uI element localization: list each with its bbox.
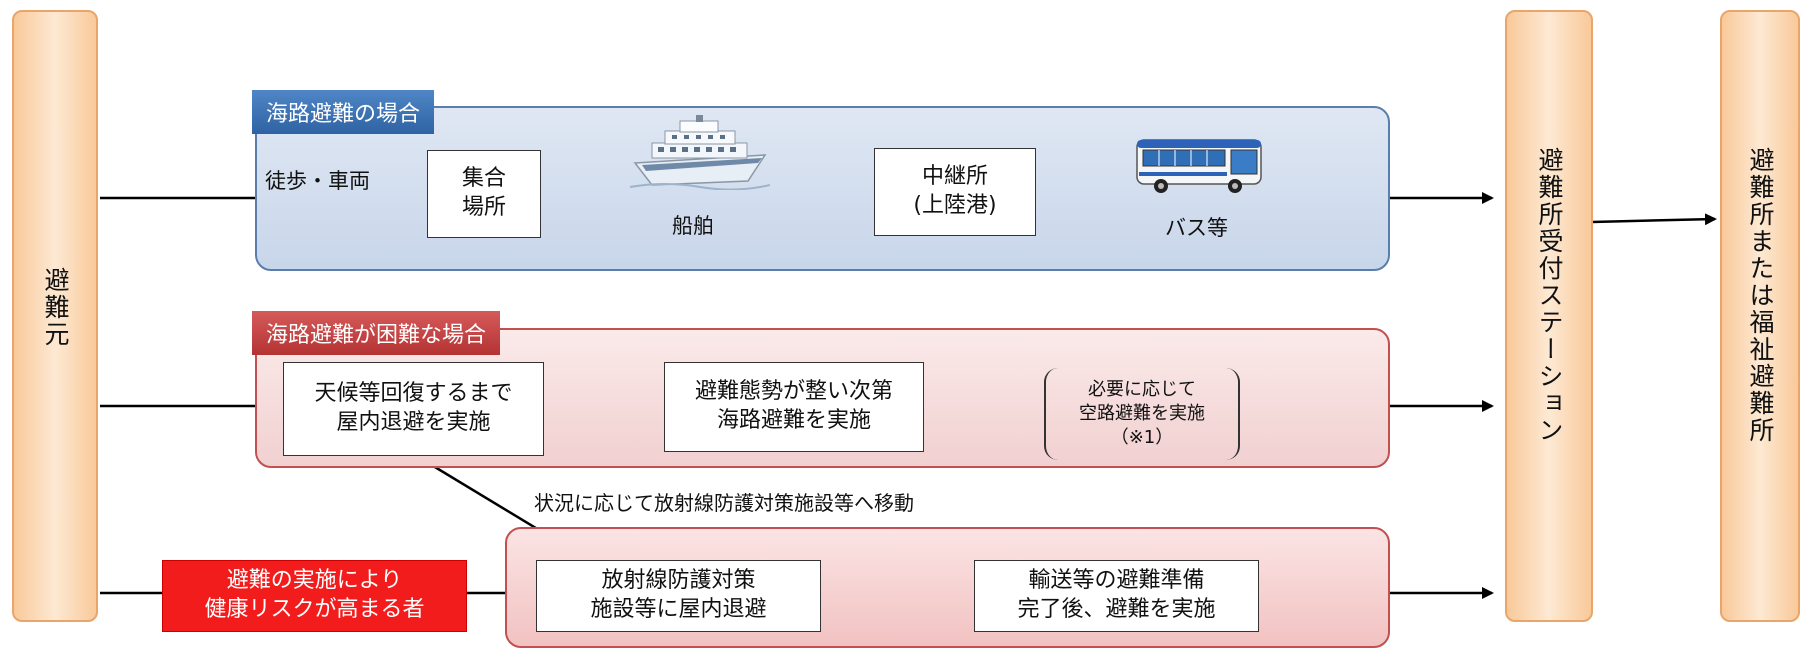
assembly-point-box: 集合 場所: [427, 150, 541, 238]
move-note: 状況に応じて放射線防護対策施設等へ移動: [534, 491, 914, 515]
facility-shelter-box: 放射線防護対策 施設等に屋内退避: [536, 560, 821, 632]
origin-column: 避難元: [12, 10, 98, 622]
mode-label: 徒歩・車両: [265, 169, 370, 193]
sea-when-ready-box: 避難態勢が整い次第 海路避難を実施: [664, 362, 924, 452]
ship-label: 船舶: [672, 214, 714, 238]
destination-label: 避難所または福祉避難所: [1746, 147, 1775, 444]
air-route-note: 必要に応じて 空路避難を実施 （※1）: [1044, 368, 1240, 460]
destination-column: 避難所または福祉避難所: [1720, 10, 1800, 622]
difficult-route-title: 海路避難が困難な場合: [252, 311, 501, 355]
reception-column: 避難所受付ステーション: [1505, 10, 1593, 622]
bus-label: バス等: [1165, 216, 1228, 240]
high-risk-label: 避難の実施により 健康リスクが高まる者: [162, 560, 467, 632]
relay-station-box: 中継所 (上陸港): [874, 148, 1036, 236]
origin-label: 避難元: [41, 267, 70, 348]
shelter-in-place-box: 天候等回復するまで 屋内退避を実施: [283, 362, 544, 456]
reception-to-destination-line: [1591, 213, 1717, 226]
reception-label: 避難所受付ステーション: [1535, 147, 1564, 444]
after-transport-box: 輸送等の避難準備 完了後、避難を実施: [974, 560, 1259, 632]
sea-route-title: 海路避難の場合: [252, 90, 435, 134]
bus-icon: [1135, 136, 1265, 194]
ship-icon: [629, 115, 771, 191]
